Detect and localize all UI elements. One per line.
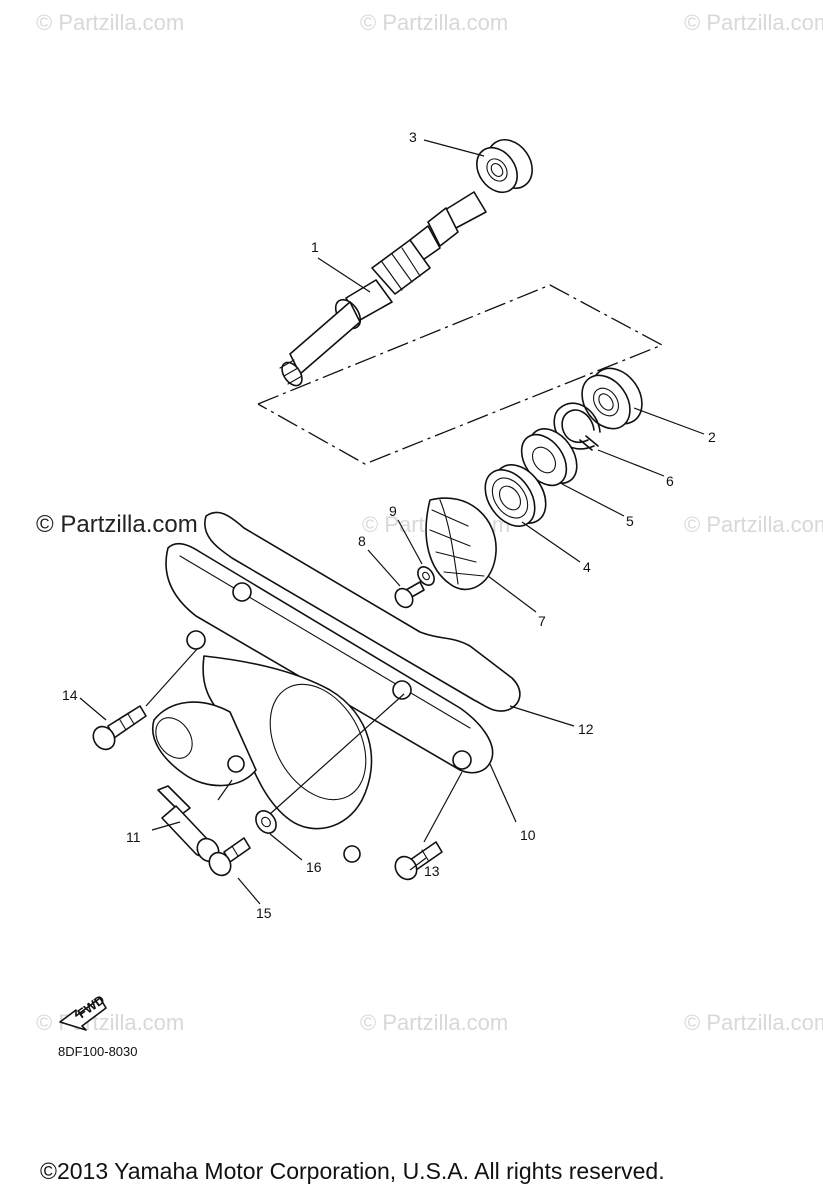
callout-12: 12 (578, 721, 594, 737)
part-15-bolt (208, 837, 251, 877)
callout-11: 11 (126, 829, 141, 845)
part-13-bolt (394, 841, 443, 881)
callout-2: 2 (708, 429, 716, 445)
part-2-bearing (581, 367, 643, 430)
callout-4: 4 (583, 559, 591, 575)
watermark: © Partzilla.com (36, 10, 184, 35)
part-10-pump-cover (165, 542, 494, 774)
copyright-notice: ©2013 Yamaha Motor Corporation, U.S.A. A… (40, 1158, 665, 1184)
leader-lines (79, 139, 705, 905)
watermark: © Partzilla.com (684, 512, 823, 537)
part-9-washer (417, 566, 435, 586)
part-12-gasket (204, 511, 521, 712)
part-3-bearing (476, 139, 533, 194)
callout-14: 14 (62, 687, 78, 703)
pump-housing (151, 655, 373, 863)
part-7-impeller (425, 497, 497, 591)
part-16-washer (255, 810, 277, 834)
watermark: © Partzilla.com (36, 1010, 184, 1035)
assembly-outline (257, 284, 664, 465)
callout-3: 3 (409, 129, 417, 145)
callout-9: 9 (389, 503, 397, 519)
callout-5: 5 (626, 513, 634, 529)
callout-labels: 1 2 3 4 5 6 7 8 9 10 11 12 13 14 15 16 (62, 129, 716, 921)
part-5-oil-seal (520, 428, 578, 487)
part-4-mechanical-seal (484, 464, 547, 527)
forward-arrow: FWD (59, 992, 107, 1031)
part-1-impeller-shaft (279, 191, 487, 387)
callout-13: 13 (424, 863, 440, 879)
callout-15: 15 (256, 905, 272, 921)
alignment-lines (145, 647, 463, 843)
watermark: © Partzilla.com (360, 1010, 508, 1035)
part-8-bolt (394, 581, 425, 609)
watermark: © Partzilla.com (684, 1010, 823, 1035)
watermark: © Partzilla.com (684, 10, 823, 35)
callout-6: 6 (666, 473, 674, 489)
diagram-code: 8DF100-8030 (58, 1044, 138, 1059)
callout-16: 16 (306, 859, 322, 875)
callout-1: 1 (311, 239, 319, 255)
watermark: © Partzilla.com (360, 10, 508, 35)
watermark-dark: © Partzilla.com (36, 511, 198, 538)
callout-7: 7 (538, 613, 546, 629)
callout-10: 10 (520, 827, 536, 843)
part-14-bolt (92, 705, 147, 751)
callout-8: 8 (358, 533, 366, 549)
